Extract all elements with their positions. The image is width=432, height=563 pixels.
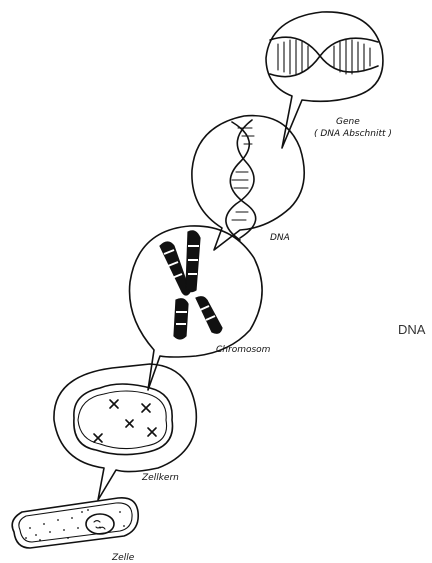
chromosome-illustration — [160, 231, 222, 339]
chromosome-bubble — [130, 226, 263, 390]
label-chromosom: Chromosom — [216, 345, 271, 355]
label-gene-note: ( DNA Abschnitt ) — [314, 129, 392, 139]
side-label-dna: DNA — [398, 322, 425, 337]
dna-helix-illustration — [226, 120, 256, 240]
label-zellkern: Zellkern — [141, 473, 179, 483]
label-gene: Gene — [336, 117, 360, 127]
gene-bubble — [266, 12, 383, 148]
label-dna: DNA — [270, 233, 290, 243]
cell-illustration — [12, 498, 138, 548]
label-zelle: Zelle — [111, 553, 135, 563]
nucleus-chromosomes — [94, 400, 156, 442]
cell-nucleus — [86, 514, 114, 534]
gene-helix-illustration — [270, 37, 378, 76]
